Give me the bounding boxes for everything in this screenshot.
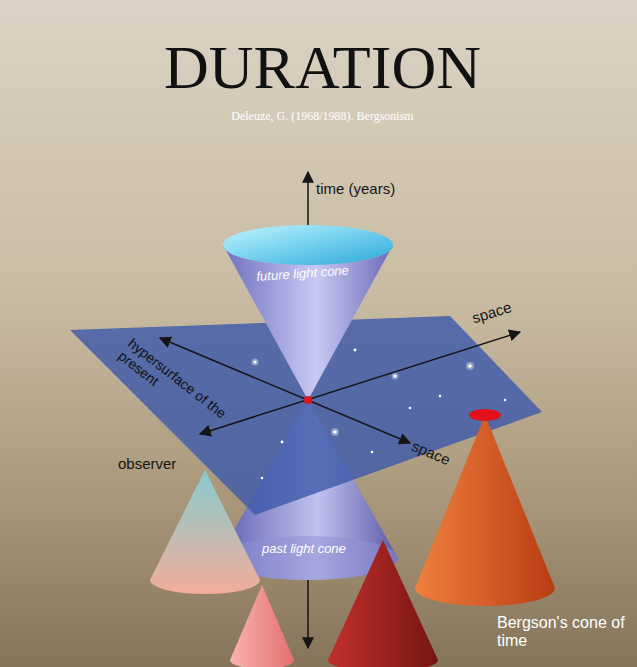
cone-apex-plane [469, 409, 501, 421]
star [354, 349, 357, 352]
future-light-cone [223, 245, 393, 400]
citation: Deleuze, G. (1968/1988). Bergsonism [4, 110, 637, 124]
star-glow [252, 359, 259, 366]
star-glow [331, 428, 339, 436]
star [281, 441, 284, 444]
star [253, 360, 256, 363]
title: DURATION [4, 36, 637, 98]
caption-label: Bergson's cone of time [497, 614, 629, 651]
bergson-cone [150, 470, 260, 594]
observer-event [304, 396, 312, 404]
future-cone-top [223, 225, 393, 265]
space-axis [200, 332, 520, 434]
star [371, 451, 374, 454]
star [393, 374, 396, 377]
axis-label: time (years) [316, 180, 395, 197]
bergson-cone [328, 540, 438, 667]
observer-label: observer [118, 455, 176, 472]
star-glow [392, 373, 399, 380]
star [439, 395, 442, 398]
cone-label: past light cone [262, 542, 346, 557]
star [504, 399, 507, 402]
bergson-cone [230, 585, 294, 667]
star [333, 430, 337, 434]
star-glow [466, 362, 474, 370]
bergson-cone [415, 415, 555, 606]
star [261, 477, 264, 480]
star [468, 364, 472, 368]
star [409, 407, 412, 410]
axis-label: space [470, 298, 513, 326]
